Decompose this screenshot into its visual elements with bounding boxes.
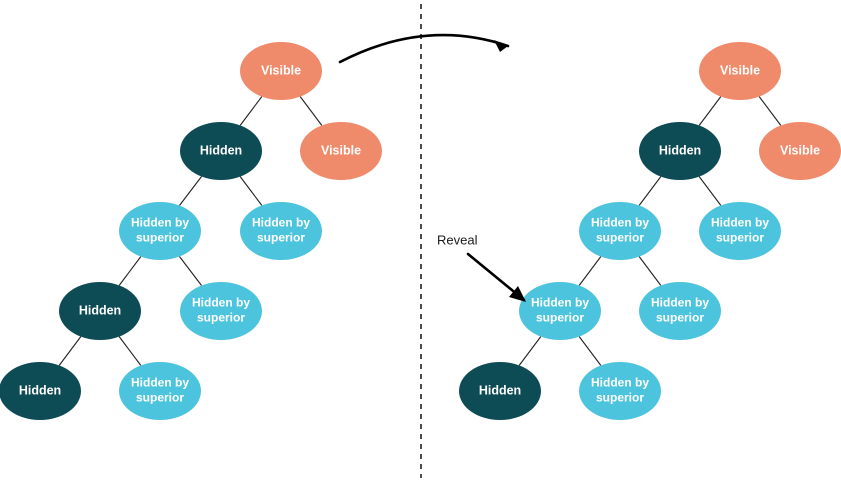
node-ellipse[interactable] bbox=[639, 122, 721, 180]
node-ellipse[interactable] bbox=[579, 202, 661, 260]
node-ellipse[interactable] bbox=[699, 42, 781, 100]
edges-layer bbox=[58, 96, 782, 366]
node-ellipse[interactable] bbox=[180, 282, 262, 340]
node-ellipse[interactable] bbox=[759, 122, 841, 180]
node-ellipse[interactable] bbox=[119, 362, 201, 420]
tree-edge bbox=[179, 176, 202, 206]
reveal-arrow-head-icon bbox=[509, 286, 526, 302]
tree-edge bbox=[118, 256, 142, 286]
node-ellipse[interactable] bbox=[59, 282, 141, 340]
node-ellipse[interactable] bbox=[639, 282, 721, 340]
node-ellipse[interactable] bbox=[519, 282, 601, 340]
tree-edge bbox=[638, 176, 662, 206]
node-ellipse[interactable] bbox=[300, 122, 382, 180]
tree-edge bbox=[758, 96, 782, 126]
node-ellipse[interactable] bbox=[0, 362, 81, 420]
node-ellipse[interactable] bbox=[240, 42, 322, 100]
tree-node-hidden[interactable]: Hidden bbox=[180, 122, 262, 180]
tree-edge bbox=[638, 256, 662, 286]
node-ellipse[interactable] bbox=[180, 122, 262, 180]
tree-edge bbox=[578, 336, 602, 366]
node-ellipse[interactable] bbox=[119, 202, 201, 260]
reveal-label: Reveal bbox=[437, 232, 478, 247]
tree-node-hidden[interactable]: Hidden bbox=[0, 362, 81, 420]
node-ellipse[interactable] bbox=[240, 202, 322, 260]
tree-edge bbox=[698, 176, 722, 206]
tree-node-visible[interactable]: Visible bbox=[300, 122, 382, 180]
reveal-annotation: Reveal bbox=[437, 232, 526, 302]
node-ellipse[interactable] bbox=[459, 362, 541, 420]
tree-node-hidden[interactable]: Hidden bbox=[59, 282, 141, 340]
tree-edge bbox=[239, 176, 263, 206]
tree-edge bbox=[698, 96, 722, 126]
tree-node-hidden[interactable]: Hidden bbox=[639, 122, 721, 180]
tree-edge bbox=[118, 336, 142, 366]
transition-arrow bbox=[338, 33, 510, 64]
tree-edge bbox=[239, 96, 263, 126]
tree-edge bbox=[58, 336, 82, 366]
tree-node-visible[interactable]: Visible bbox=[759, 122, 841, 180]
node-ellipse[interactable] bbox=[579, 362, 661, 420]
tree-edge bbox=[179, 256, 202, 286]
transition-arrow-curve bbox=[338, 33, 510, 64]
transition-arrow-head-icon bbox=[494, 40, 508, 52]
tree-node-hidden[interactable]: Hidden bbox=[459, 362, 541, 420]
tree-node-visible[interactable]: Visible bbox=[240, 42, 322, 100]
tree-edge bbox=[299, 96, 323, 126]
tree-edge bbox=[518, 336, 542, 366]
tree-node-visible[interactable]: Visible bbox=[699, 42, 781, 100]
tree-edge bbox=[578, 256, 602, 286]
node-ellipse[interactable] bbox=[699, 202, 781, 260]
